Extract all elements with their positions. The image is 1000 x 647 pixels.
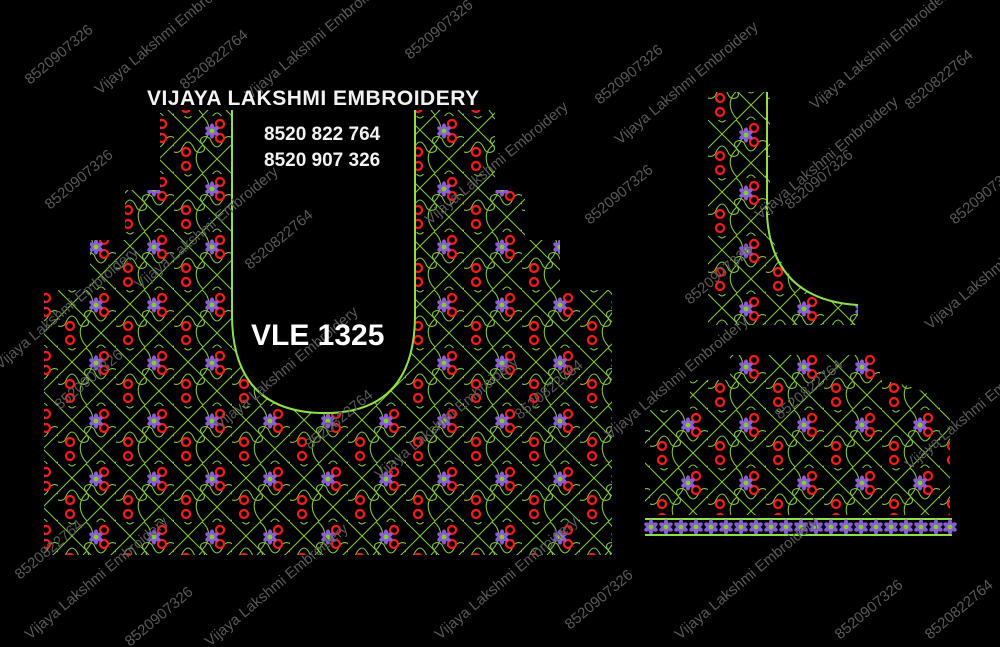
phone-number-2: 8520 907 326 xyxy=(264,150,380,171)
neck-outline xyxy=(231,110,416,414)
design-code: VLE 1325 xyxy=(251,319,384,352)
side-neck-outline xyxy=(766,92,859,306)
brand-title: VIJAYA LAKSHMI EMBROIDERY xyxy=(147,87,480,110)
phone-number-1: 8520 822 764 xyxy=(264,124,381,145)
